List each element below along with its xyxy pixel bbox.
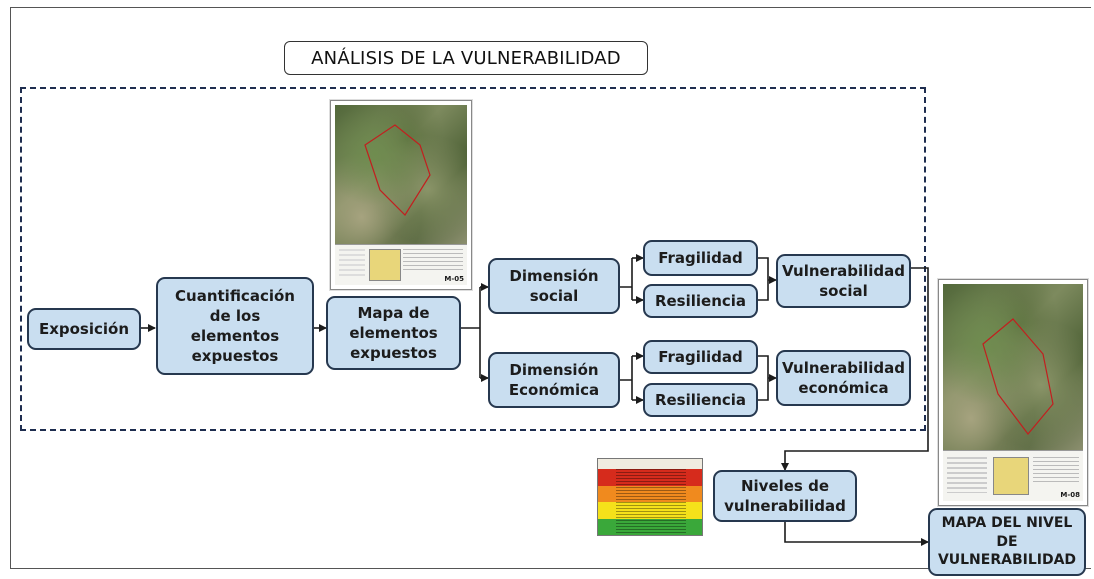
node-vulnerabilidad-social: Vulnerabilidad social bbox=[776, 254, 911, 308]
map-inset-locator bbox=[369, 249, 401, 281]
node-resiliencia-economica: Resiliencia bbox=[643, 383, 758, 417]
node-dimension-economica: Dimensión Económica bbox=[488, 352, 620, 408]
map-inset-legend bbox=[947, 457, 987, 493]
map-inset-locator bbox=[993, 457, 1029, 495]
diagram-frame bbox=[10, 7, 1091, 569]
node-mapa-nivel-vulnerabilidad: MAPA DEL NIVEL DE VULNERABILIDAD bbox=[928, 508, 1086, 576]
node-vulnerabilidad-economica: Vulnerabilidad económica bbox=[776, 350, 911, 406]
map-code-label: M-08 bbox=[1060, 491, 1080, 499]
legend-band-very-high bbox=[598, 469, 702, 486]
node-niveles-vulnerabilidad: Niveles de vulnerabilidad bbox=[713, 470, 857, 522]
node-resiliencia-social: Resiliencia bbox=[643, 284, 758, 318]
legend-band-high bbox=[598, 486, 702, 502]
route-overlay bbox=[364, 124, 431, 216]
legend-band-low bbox=[598, 519, 702, 535]
map-title-block bbox=[403, 249, 463, 271]
legend-header-band bbox=[598, 459, 702, 469]
map-inset-legend bbox=[339, 249, 365, 279]
vulnerability-level-map-thumbnail: M-08 bbox=[938, 279, 1088, 506]
route-overlay bbox=[982, 318, 1054, 435]
node-dimension-social: Dimensión social bbox=[488, 258, 620, 314]
map-code-label: M-05 bbox=[444, 275, 464, 283]
node-fragilidad-economica: Fragilidad bbox=[643, 340, 758, 374]
legend-text-overlay bbox=[616, 469, 686, 535]
analysis-dashed-boundary bbox=[20, 87, 926, 431]
legend-band-medium bbox=[598, 502, 702, 519]
vulnerability-levels-table-image bbox=[597, 458, 703, 536]
node-mapa-elementos: Mapa de elementos expuestos bbox=[326, 296, 461, 370]
exposed-elements-map-thumbnail: M-05 bbox=[330, 100, 472, 290]
node-fragilidad-social: Fragilidad bbox=[643, 240, 758, 276]
node-exposicion: Exposición bbox=[27, 308, 141, 350]
node-cuantificacion: Cuantificación de los elementos expuesto… bbox=[156, 277, 314, 375]
map-title-block bbox=[1033, 457, 1079, 483]
diagram-title: ANÁLISIS DE LA VULNERABILIDAD bbox=[284, 41, 648, 75]
